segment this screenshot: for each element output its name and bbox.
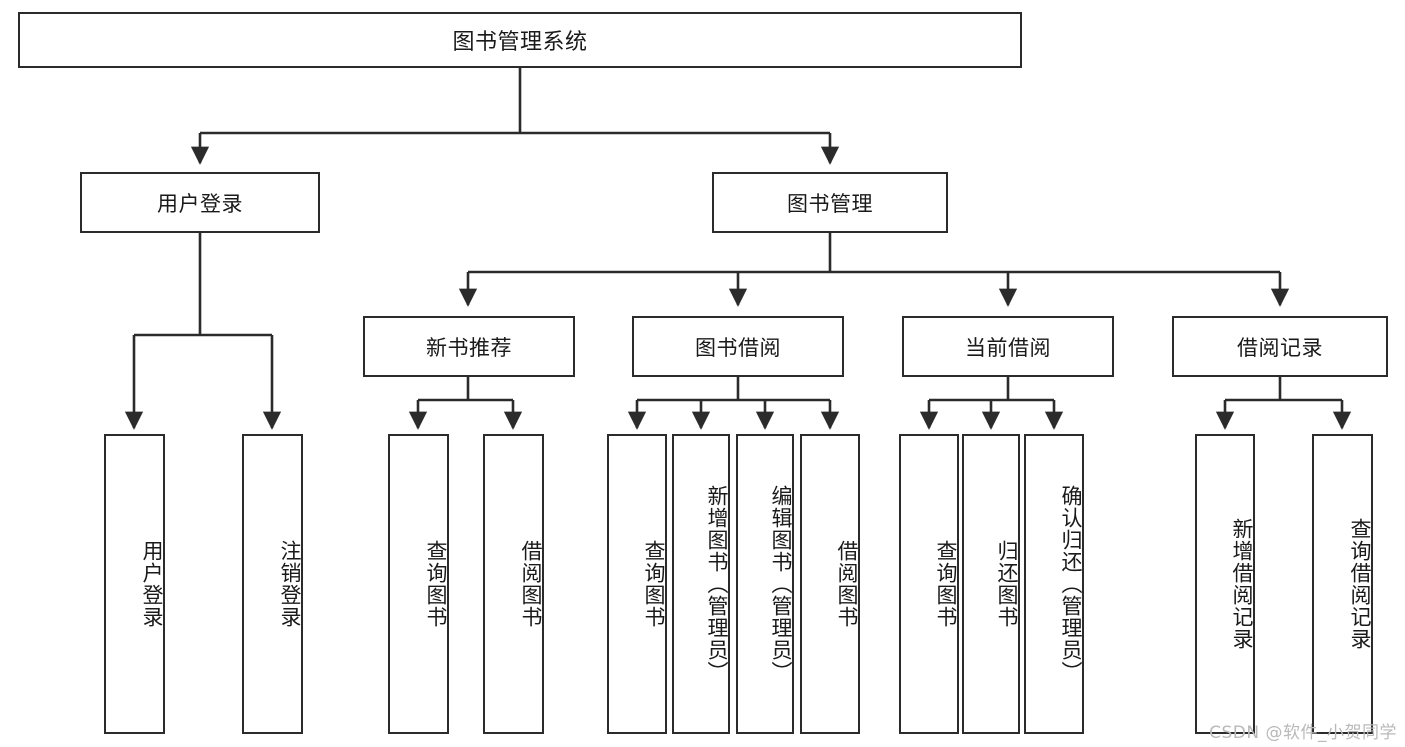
node-label: 图书管理系统 xyxy=(452,30,588,55)
node-root-system[interactable]: 图书管理系统 xyxy=(18,12,1022,68)
node-leaf-add-record[interactable]: 新增借阅记录 xyxy=(1195,434,1255,734)
node-label: 用户登录 xyxy=(140,540,164,628)
node-current-borrow[interactable]: 当前借阅 xyxy=(902,316,1114,377)
node-user-login[interactable]: 用户登录 xyxy=(80,172,320,233)
node-leaf-query-record[interactable]: 查询借阅记录 xyxy=(1312,434,1373,734)
node-label: 图书管理 xyxy=(787,191,873,216)
node-label: 借阅图书 xyxy=(835,540,859,628)
node-leaf-query-book-1[interactable]: 查询图书 xyxy=(388,434,449,734)
node-label: 当前借阅 xyxy=(965,335,1051,360)
node-leaf-user-login[interactable]: 用户登录 xyxy=(104,434,165,734)
node-borrow-record[interactable]: 借阅记录 xyxy=(1172,316,1388,377)
csdn-watermark: CSDN @软件_小贺同学 xyxy=(1209,723,1397,743)
node-book-management[interactable]: 图书管理 xyxy=(712,172,948,233)
node-leaf-borrow-book-1[interactable]: 借阅图书 xyxy=(483,434,544,734)
node-leaf-add-book[interactable]: 新增图书（管理员） xyxy=(672,434,730,734)
node-label: 编辑图书（管理员） xyxy=(769,485,793,683)
node-leaf-confirm-return[interactable]: 确认归还（管理员） xyxy=(1024,434,1084,734)
node-leaf-logout-login[interactable]: 注销登录 xyxy=(242,434,303,734)
node-label: 归还图书 xyxy=(995,540,1019,628)
node-label: 用户登录 xyxy=(157,191,243,216)
node-book-borrow[interactable]: 图书借阅 xyxy=(632,316,844,377)
node-label: 借阅图书 xyxy=(519,540,543,628)
node-leaf-query-book-3[interactable]: 查询图书 xyxy=(899,434,959,734)
node-label: 新增图书（管理员） xyxy=(705,485,729,683)
node-label: 注销登录 xyxy=(278,540,302,628)
node-label: 借阅记录 xyxy=(1237,335,1323,360)
node-leaf-edit-book[interactable]: 编辑图书（管理员） xyxy=(736,434,794,734)
node-label: 查询图书 xyxy=(934,540,958,628)
node-label: 图书借阅 xyxy=(695,335,781,360)
node-label: 查询图书 xyxy=(642,540,666,628)
node-label: 查询借阅记录 xyxy=(1348,518,1372,650)
node-new-book-recommend[interactable]: 新书推荐 xyxy=(363,316,575,377)
node-label: 确认归还（管理员） xyxy=(1059,485,1083,683)
node-label: 新书推荐 xyxy=(426,335,512,360)
node-label: 新增借阅记录 xyxy=(1230,518,1254,650)
node-leaf-borrow-book-2[interactable]: 借阅图书 xyxy=(800,434,860,734)
node-leaf-query-book-2[interactable]: 查询图书 xyxy=(607,434,667,734)
node-leaf-return-book[interactable]: 归还图书 xyxy=(962,434,1020,734)
node-label: 查询图书 xyxy=(424,540,448,628)
